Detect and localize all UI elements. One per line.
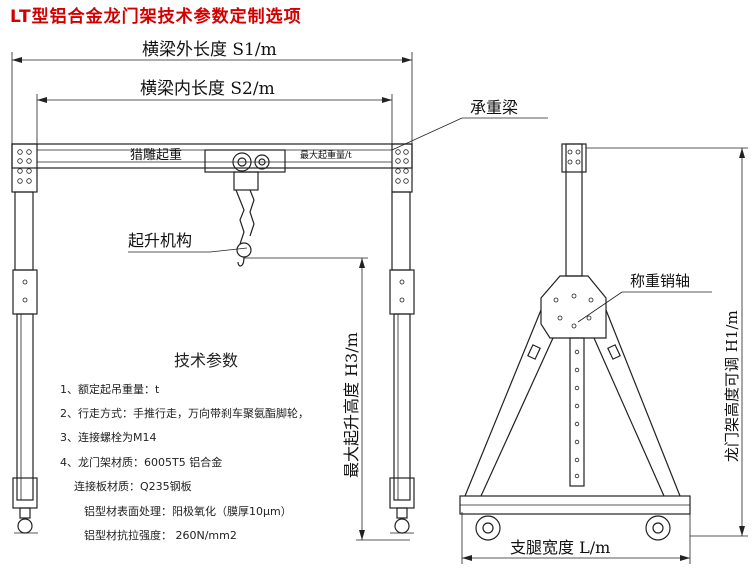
dim-s2-label: 横梁内长度 S2/m bbox=[140, 79, 275, 99]
dim-s1: 横梁外长度 S1/m bbox=[11, 40, 413, 148]
page-title: LT型铝合金龙门架技术参数定制选项 bbox=[10, 7, 302, 27]
max-load-label: 最大起重量/t bbox=[300, 149, 352, 161]
dim-h3: 最大起升高度 H3/m bbox=[244, 257, 410, 541]
left-leg bbox=[12, 191, 38, 534]
right-leg bbox=[389, 191, 415, 534]
load-pin-leader: 称重销轴 bbox=[577, 272, 712, 323]
dim-h1: 龙门架高度可调 H1/m bbox=[586, 147, 748, 537]
hoist-label: 起升机构 bbox=[128, 231, 192, 250]
load-beam-leader: 承重梁 bbox=[391, 98, 548, 151]
dim-s2: 横梁内长度 S2/m bbox=[36, 79, 393, 150]
spec-item: 1、额定起吊重量：t bbox=[60, 383, 160, 396]
dim-h3-label: 最大起升高度 H3/m bbox=[342, 332, 361, 478]
dim-l: 支腿宽度 L/m bbox=[461, 512, 691, 564]
hoist bbox=[204, 149, 286, 267]
hoist-leader: 起升机构 bbox=[128, 231, 248, 253]
spec-item: 2、行走方式：手推行走，万向带刹车聚氨酯脚轮， bbox=[60, 407, 309, 420]
spec-item: 铝型材抗拉强度： 260N/mm2 bbox=[84, 529, 237, 542]
spec-item: 连接板材质：Q235钢板 bbox=[74, 480, 192, 493]
dim-s1-label: 横梁外长度 S1/m bbox=[142, 40, 277, 60]
load-beam-label: 承重梁 bbox=[470, 98, 518, 117]
specs-heading: 技术参数 bbox=[174, 351, 239, 370]
beam-brand-label: 猎雕起重 bbox=[130, 147, 182, 163]
spec-item: 4、龙门架材质：6005T5 铝合金 bbox=[60, 456, 223, 469]
spec-item: 铝型材表面处理：阳极氧化（膜厚10μm） bbox=[84, 505, 292, 518]
dim-h1-label: 龙门架高度可调 H1/m bbox=[723, 310, 741, 462]
load-beam: 猎雕起重 最大起重量/t bbox=[11, 143, 413, 169]
load-pin-label: 称重销轴 bbox=[630, 272, 690, 290]
side-view bbox=[459, 143, 691, 541]
dim-l-label: 支腿宽度 L/m bbox=[510, 538, 610, 557]
spec-item: 3、连接螺栓为M14 bbox=[60, 431, 157, 444]
